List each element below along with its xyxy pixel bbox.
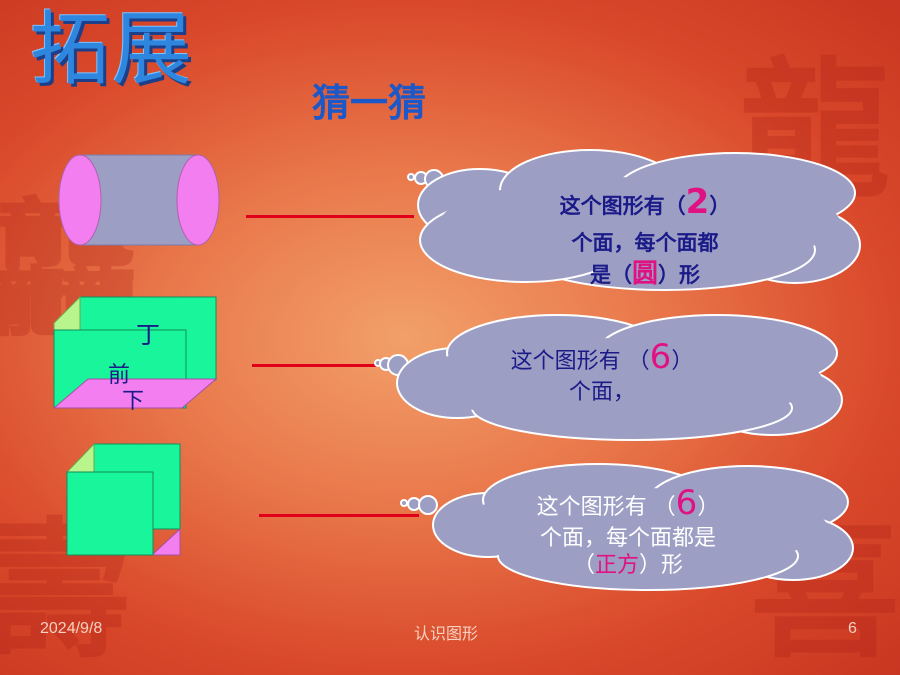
- page-title: 拓展: [30, 3, 194, 96]
- subtitle: 猜一猜: [312, 81, 427, 125]
- cloud-line-text: 这个图形有（: [559, 194, 686, 218]
- connector-line: [252, 364, 434, 367]
- cloud-line: 这个图形有 （6）: [452, 336, 752, 379]
- cloud-line: 个面，每个面都: [571, 230, 719, 255]
- cloud-line-text: ）形: [639, 553, 684, 578]
- thought-cloud: 这个图形有（2） 个面，每个面都 是（圆）形: [405, 145, 865, 305]
- cloud-line: 个面，: [568, 379, 635, 405]
- cloud-text: 这个图形有 （6） 个面，: [452, 336, 752, 406]
- footer-title: 认识图形: [414, 626, 479, 643]
- cloud-line: 个面，每个面都是: [539, 525, 716, 551]
- cloud-line-text: （: [572, 553, 595, 578]
- cloud-line: （正方）形: [488, 552, 768, 580]
- thought-cloud: 这个图形有 （6） 个面，每个面都是 （正方）形: [398, 460, 860, 600]
- page-number: 6: [848, 620, 857, 637]
- cube-shape: [65, 442, 181, 556]
- cylinder-shape: [58, 154, 220, 246]
- cloud-text: 这个图形有（2） 个面，每个面都 是（圆）形: [465, 181, 825, 290]
- cloud-line: 这个图形有（2）: [465, 181, 825, 224]
- prism-label-bottom: 下: [122, 389, 145, 414]
- connector-line: [246, 215, 414, 218]
- cloud-line-text: ）形: [658, 262, 700, 287]
- cloud-line-text: ）: [671, 349, 694, 374]
- cloud-line-text: 是（: [589, 262, 632, 287]
- cloud-line-text: 这个图形有 （: [536, 495, 676, 520]
- answer-value: 正方: [594, 553, 639, 578]
- footer-date: 2024/9/8: [40, 620, 103, 637]
- cloud-line-text: ）: [709, 194, 731, 218]
- answer-value: 6: [675, 483, 698, 523]
- cloud-line: 这个图形有 （6）: [488, 482, 768, 525]
- cuboid-shape: 丁 前 下: [52, 295, 220, 414]
- prism-label-front: 前: [108, 363, 131, 388]
- cloud-text: 这个图形有 （6） 个面，每个面都是 （正方）形: [488, 482, 768, 580]
- connector-line: [259, 514, 419, 517]
- answer-value: 6: [649, 337, 672, 377]
- thought-cloud: 这个图形有 （6） 个面，: [372, 308, 850, 448]
- prism-label-top: 丁: [136, 321, 160, 349]
- answer-value: 圆: [631, 258, 658, 289]
- cloud-line: 是（圆）形: [465, 258, 825, 291]
- cloud-line-text: 这个图形有 （: [510, 349, 650, 374]
- cloud-line-text: ）: [697, 495, 720, 520]
- answer-value: 2: [685, 182, 710, 222]
